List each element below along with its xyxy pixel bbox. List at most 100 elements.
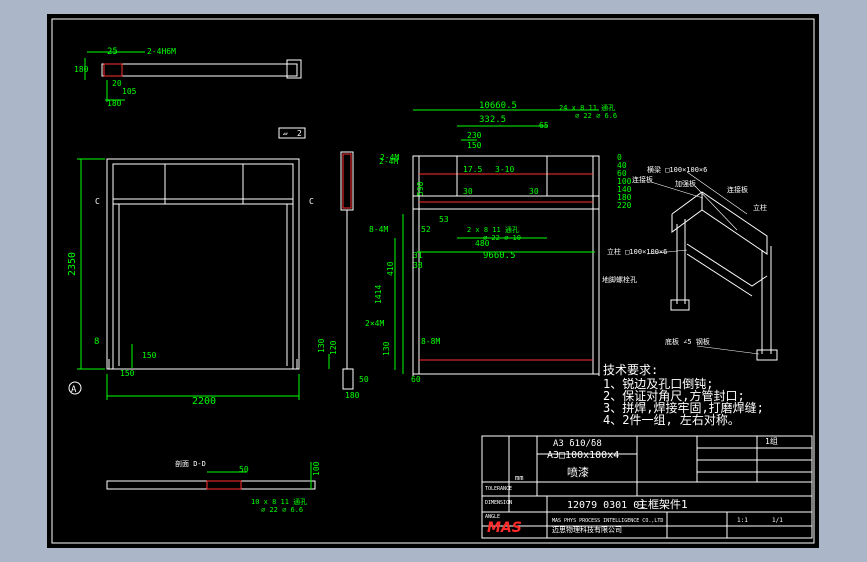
beam-end-plate (286, 59, 302, 79)
dim-230: 230 (467, 131, 482, 140)
dim-25: 25 (107, 47, 118, 57)
iso-label-6: 立柱 □100×100×6 (607, 247, 667, 256)
dim-20: 20 (112, 79, 122, 88)
drawing-border (51, 18, 815, 544)
label-24x8b: ⌀ 22 ⌀ 6.6 (575, 112, 617, 120)
side-view: ▱ 2 2-4M 2×4M 130 120 50 180 (278, 127, 399, 400)
label-24x8: 24 x 8 11 通孔 (559, 103, 615, 112)
flatness-value: 2 (297, 129, 302, 138)
dim-150a: 150 (142, 351, 157, 360)
dim-8-4m: 8-4M (369, 225, 388, 234)
flatness-symbol: ▱ (283, 129, 288, 138)
tech-requirements: 技术要求: 1、锐边及孔口倒钝; 2、保证对角尺,方管封口; 3、拼焊,焊接牢固… (603, 363, 764, 427)
iso-label-8: 底板 ∠5 钢板 (665, 337, 710, 346)
quantity: 1组 (765, 436, 778, 446)
dim-60b: 60 (411, 375, 421, 384)
dim-140: 140 (617, 185, 632, 194)
top-view: 25 2-4H6M 180 20 105 180 (74, 47, 302, 108)
dim-38: 38 (413, 261, 423, 270)
company-logo: MAS (487, 520, 522, 536)
dim-220: 220 (617, 201, 632, 210)
iso-label-5: 立柱 (753, 203, 767, 212)
iso-label-4: 连接板 (727, 185, 748, 194)
iso-label-7: 地脚螺栓孔 (602, 275, 637, 284)
company-cn: 迈思物理科技有限公司 (552, 525, 622, 534)
dim-hole-2x4m: 2×4M (365, 319, 384, 328)
tol-2: DIMENSION (485, 500, 512, 506)
iso-label-3: 加强板 (675, 179, 696, 188)
drawing-number: 12079 0301 01 (567, 500, 645, 511)
dim-52: 52 (421, 225, 431, 234)
dim-53: 53 (439, 215, 449, 224)
tech-item-3: 3、拼焊,焊接牢固,打磨焊缝; (603, 400, 764, 415)
iso-label-2: 连接板 (632, 175, 653, 184)
dim-120: 120 (329, 340, 338, 355)
material-1: A3 δ10/δ8 (553, 439, 602, 449)
dim-60: 60 (617, 169, 627, 178)
dim-2350: 2350 (67, 252, 78, 276)
material-2: A3□100x100x4 (547, 450, 619, 461)
cad-drawing: 25 2-4H6M 180 20 105 180 2350 8 150 150 … (51, 18, 815, 544)
section-dim-100: 100 (312, 461, 321, 476)
label-2x8b: ⌀ 22 ⌀ 10 (483, 234, 521, 242)
dim-410: 410 (386, 261, 395, 276)
rear-view: 10660.5 332.5 230 150 3-10 17.5 590 30 3… (369, 101, 632, 384)
front-view: 2350 8 150 150 2200 A C C (67, 158, 314, 407)
dim-hole-top: 2-4H6M (147, 47, 176, 56)
dim-332: 332.5 (479, 115, 506, 125)
dim-480: 480 (475, 239, 490, 248)
tol-3: ANGLE (485, 514, 500, 520)
section-view: 剖面 D-D 50 100 10 x 8 11 通孔 ⌀ 22 ⌀ 6.6 (106, 459, 321, 514)
tech-item-2: 2、保证对角尺,方管封口; (603, 388, 745, 403)
section-label-a: A (71, 385, 77, 395)
dim-180b: 180 (107, 99, 122, 108)
dim-31: 31 (413, 251, 423, 260)
dim-hole-side: 2-4M (380, 153, 399, 162)
isometric-view: 横梁 □100×100×6 连接板 加强板 连接板 立柱 立柱 □100×100… (602, 165, 778, 361)
section-label-2: ⌀ 22 ⌀ 6.6 (261, 506, 303, 514)
dim-130: 130 (317, 338, 326, 353)
dim-hole-right: 2-4M (379, 157, 398, 166)
section-title: 剖面 D-D (175, 459, 206, 468)
tech-item-1: 1、锐边及孔口倒钝; (603, 377, 713, 391)
drawing-canvas[interactable]: 25 2-4H6M 180 20 105 180 2350 8 150 150 … (47, 14, 819, 548)
dim-50: 50 (359, 375, 369, 384)
section-label-1: 10 x 8 11 通孔 (251, 497, 307, 506)
dim-30b: 30 (529, 187, 539, 196)
dim-2200: 2200 (192, 396, 216, 407)
right-dim-stack: 0 40 60 100 140 180 220 (617, 153, 632, 210)
part-name: 主框架件1 (637, 498, 688, 511)
dim-180d: 180 (617, 193, 632, 202)
process: 喷漆 (567, 466, 589, 479)
dim-8: 8 (94, 337, 99, 347)
tech-item-4: 4、2件一组, 左右对称。 (603, 412, 740, 427)
dim-10660: 10660.5 (479, 101, 517, 111)
dim-9660: 9660.5 (483, 251, 516, 261)
dim-40: 40 (617, 161, 627, 170)
dim-65: 65 (539, 121, 549, 130)
dim-105: 105 (122, 87, 137, 96)
dim-30a: 30 (463, 187, 473, 196)
dim-3-10: 3-10 (495, 165, 514, 174)
tech-title: 技术要求: (603, 363, 658, 377)
dim-180a: 180 (74, 65, 89, 74)
dim-150b: 150 (120, 369, 135, 378)
dim-8-8m: 8-8M (421, 337, 440, 346)
weld-mark (103, 63, 123, 77)
sheet: 1/1 (772, 517, 783, 524)
scale: 1:1 (737, 517, 748, 524)
dim-17-5: 17.5 (463, 165, 482, 174)
section-dim-50: 50 (239, 465, 249, 474)
beam-top-view (101, 63, 298, 77)
unit: mm (515, 474, 523, 482)
dim-150c: 150 (467, 141, 482, 150)
cut-label-c2: C (309, 197, 314, 206)
dim-100: 100 (617, 177, 632, 186)
cut-label-c1: C (95, 197, 100, 206)
title-block: A3 δ10/δ8 A3□100x100x4 喷漆 12079 0301 01 … (481, 435, 813, 539)
dim-180c: 180 (345, 391, 360, 400)
company-en: MAS PHYS PROCESS INTELLIGENCE CO.,LTD (552, 518, 663, 524)
dim-0: 0 (617, 153, 622, 162)
label-2x8: 2 x 8 11 通孔 (467, 225, 519, 234)
